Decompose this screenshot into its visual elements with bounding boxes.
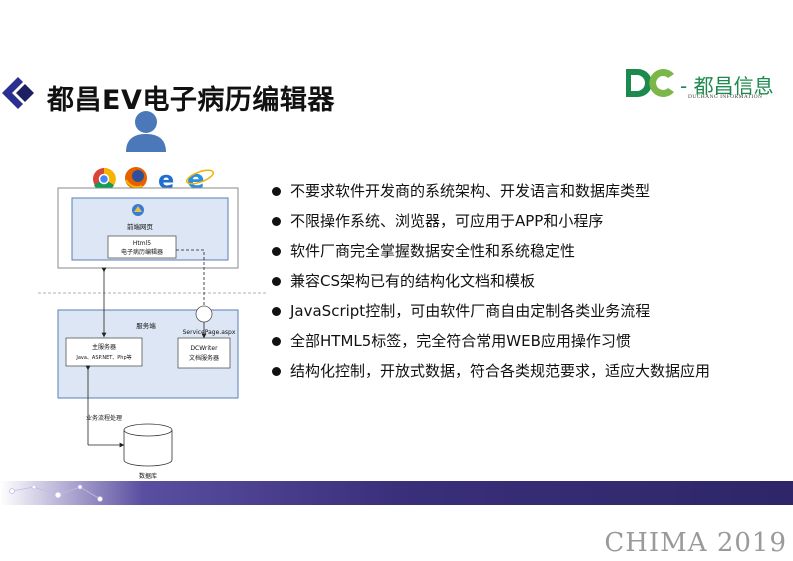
logo-name: - 都昌信息 — [680, 74, 774, 98]
bullet-dot-icon — [272, 337, 281, 346]
feature-item: 不限操作系统、浏览器，可应用于APP和小程序 — [270, 208, 710, 238]
bullet-dot-icon — [272, 277, 281, 286]
feature-item: 兼容CS架构已有的结构化文档和模板 — [270, 268, 710, 298]
user-avatar-icon — [126, 111, 166, 152]
dcwriter-box — [177, 337, 231, 369]
footer-band — [0, 481, 793, 505]
feature-item: 全部HTML5标签，完全符合常用WEB应用操作习惯 — [270, 328, 710, 358]
event-footer-label: CHIMA 2019 — [604, 528, 787, 558]
dc-logo-icon — [626, 69, 674, 97]
feature-item: JavaScript控制，可由软件厂商自由定制各类业务流程 — [270, 298, 710, 328]
feature-text: 结构化控制，开放式数据，符合各类规范要求，适应大数据应用 — [290, 362, 711, 380]
database-icon — [123, 423, 173, 467]
network-nodes-icon — [9, 484, 103, 502]
front-page-label: 前端网页 — [127, 222, 154, 231]
html5-editor-box — [107, 235, 177, 259]
feature-text: 不限操作系统、浏览器，可应用于APP和小程序 — [290, 212, 604, 230]
title-chevron-icon — [2, 77, 36, 109]
main-server-box — [65, 337, 143, 367]
feature-item: 不要求软件开发商的系统架构、开发语言和数据库类型 — [270, 178, 710, 208]
editor-label: 电子病历编辑器 — [121, 248, 163, 256]
feature-text: 不要求软件开发商的系统架构、开发语言和数据库类型 — [290, 182, 651, 200]
feature-text: 全部HTML5标签，完全符合常用WEB应用操作习惯 — [290, 332, 631, 350]
slide-title: 都昌EV电子病历编辑器 — [47, 85, 335, 116]
svg-text:e: e — [158, 166, 174, 194]
doc-server-label: 文档服务器 — [189, 354, 219, 362]
feature-text: JavaScript控制，可由软件厂商自由定制各类业务流程 — [290, 302, 651, 320]
server-label: 服务端 — [136, 321, 156, 330]
bullet-dot-icon — [272, 307, 281, 316]
service-page-node — [195, 305, 213, 323]
editor-doc-arrow — [176, 249, 205, 307]
flow-label: 业务流程处理 — [86, 414, 122, 422]
feature-item: 结构化控制，开放式数据，符合各类规范要求，适应大数据应用 — [270, 358, 710, 388]
main-server-tech: Java、ASP.NET、Php等 — [75, 354, 131, 361]
feature-list: 不要求软件开发商的系统架构、开发语言和数据库类型 不限操作系统、浏览器，可应用于… — [270, 178, 710, 388]
dcwriter-label: DCWriter — [190, 345, 218, 352]
bullet-dot-icon — [272, 247, 281, 256]
architecture-diagram: e e 前端网页 Html5 电子病历编辑器 服务端 主服务器 Java、ASP… — [38, 111, 266, 480]
front-page-icon — [132, 204, 144, 216]
logo-subtitle: DUCHANG INFORMATION — [688, 94, 763, 100]
bullet-dot-icon — [272, 367, 281, 376]
feature-text: 兼容CS架构已有的结构化文档和模板 — [290, 272, 535, 290]
feature-text: 软件厂商完全掌握数据安全性和系统稳定性 — [290, 242, 576, 260]
bullet-dot-icon — [272, 217, 281, 226]
html5-label: Html5 — [133, 240, 151, 247]
edge-icon: e — [158, 166, 174, 194]
bullet-dot-icon — [272, 187, 281, 196]
firefox-icon — [125, 167, 147, 189]
feature-item: 软件厂商完全掌握数据安全性和系统稳定性 — [270, 238, 710, 268]
service-page-label: ServicePage.aspx — [183, 329, 236, 336]
company-logo: - 都昌信息 DUCHANG INFORMATION — [624, 66, 793, 106]
main-server-label: 主服务器 — [92, 343, 116, 351]
database-label: 数据库 — [139, 472, 157, 480]
